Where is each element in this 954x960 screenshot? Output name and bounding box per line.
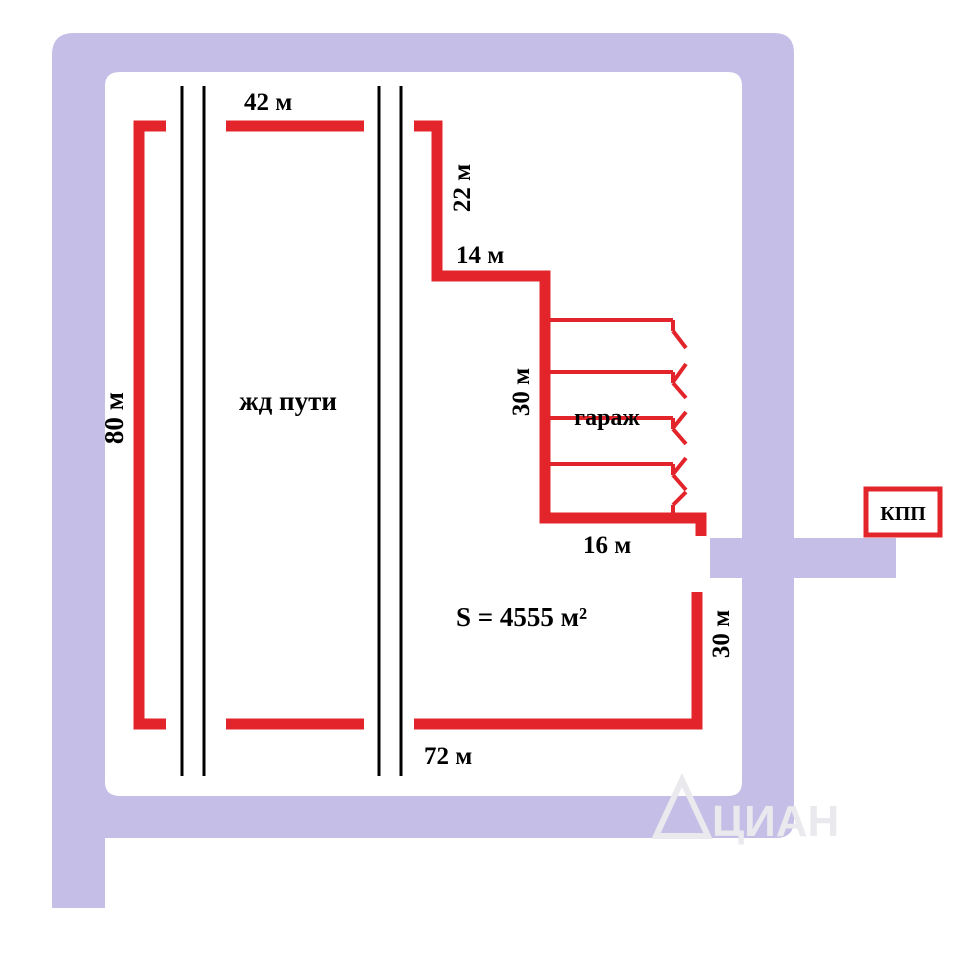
left-wall-length: 80 м bbox=[99, 392, 129, 444]
checkpoint-box bbox=[863, 486, 943, 538]
step-horizontal-length: 14 м bbox=[456, 242, 504, 269]
checkpoint-label: КПП bbox=[880, 503, 926, 525]
boundary-walls bbox=[133, 120, 707, 730]
watermark-logo-icon bbox=[651, 772, 713, 839]
watermark-text: ЦИАН bbox=[712, 797, 839, 846]
top-wall-length: 42 м bbox=[244, 89, 292, 116]
garage-height-length: 30 м bbox=[508, 368, 535, 416]
garage-door bbox=[671, 464, 688, 513]
bottom-wall-length: 72 м bbox=[424, 743, 472, 770]
railway-label: жд пути bbox=[239, 386, 337, 416]
railway-tracks bbox=[180, 86, 403, 776]
stepped-wall bbox=[414, 120, 707, 536]
road bbox=[52, 33, 896, 908]
road-loop bbox=[52, 33, 896, 908]
garage-boxes bbox=[545, 318, 688, 513]
garage-label: гараж bbox=[574, 405, 640, 431]
bottom-right-wall bbox=[414, 592, 703, 730]
garage-width-length: 16 м bbox=[583, 532, 631, 559]
step-vertical-length: 22 м bbox=[449, 164, 476, 212]
checkpoint: КПП bbox=[863, 486, 943, 538]
left-wall bbox=[133, 120, 166, 730]
watermark: ЦИАН bbox=[651, 772, 839, 846]
labels: 42 м 22 м 14 м 80 м жд пути 30 м гараж 1… bbox=[99, 89, 735, 770]
area-label: S = 4555 м² bbox=[456, 602, 587, 632]
right-wall-length: 30 м bbox=[708, 610, 735, 658]
